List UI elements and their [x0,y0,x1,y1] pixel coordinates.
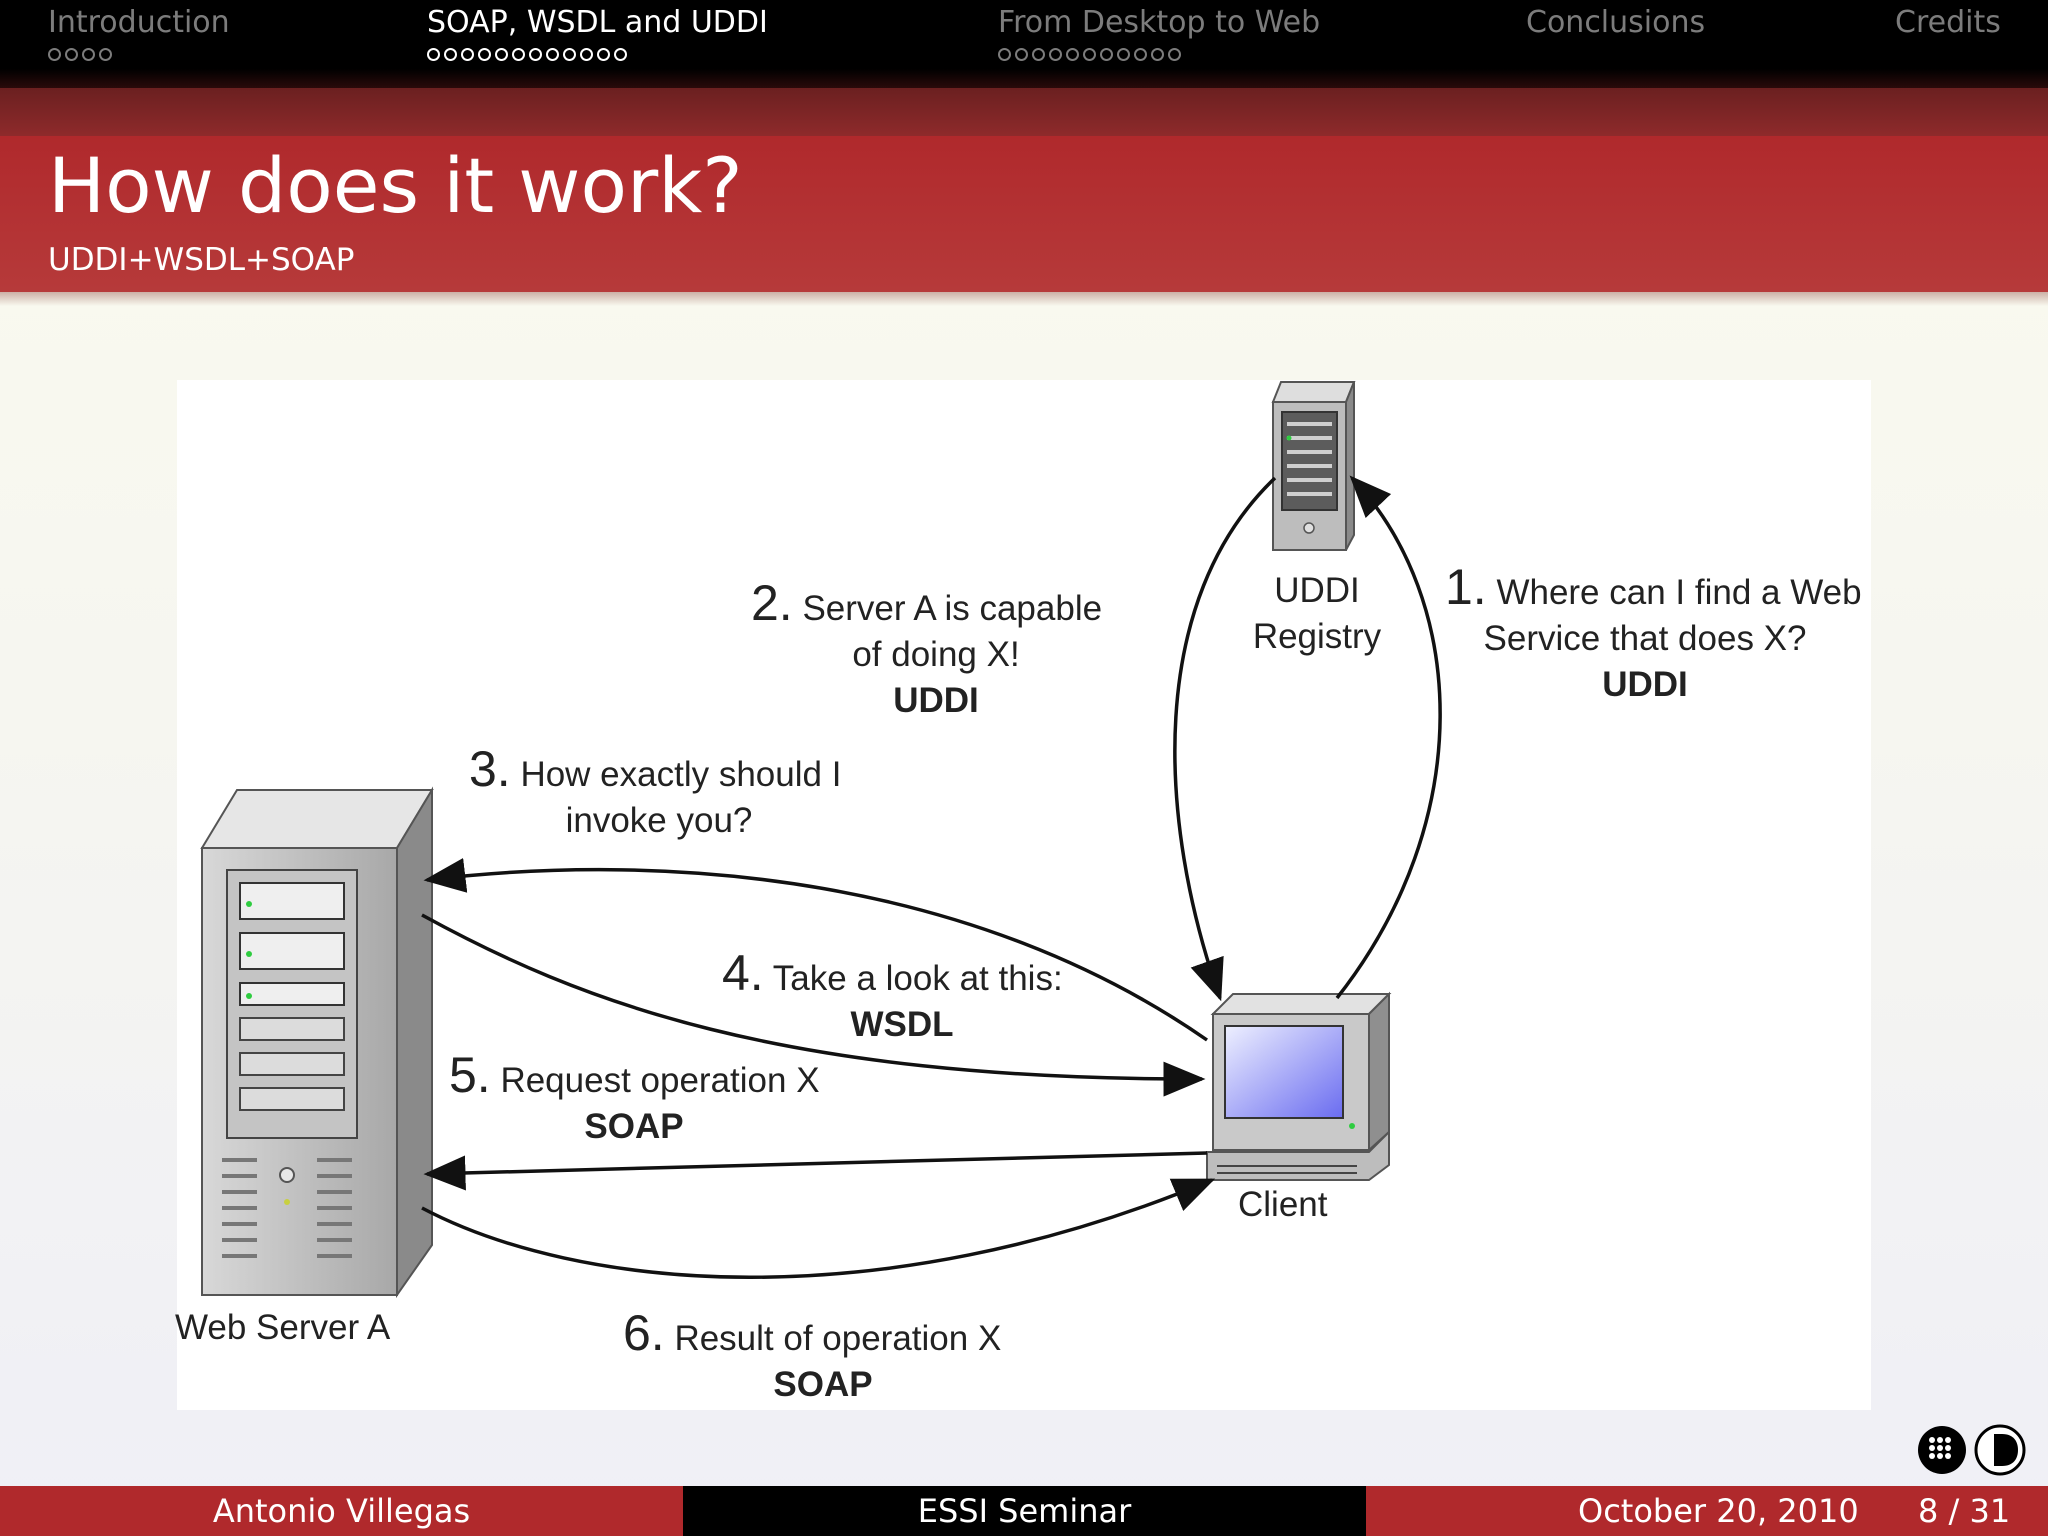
step-protocol-tag: SOAP [773,1365,873,1404]
footer-event: ESSI Seminar [683,1486,1366,1536]
nav-slide-dot[interactable] [65,48,78,61]
nav-slide-dot[interactable] [82,48,95,61]
nav-slide-dot[interactable] [1049,48,1062,61]
page-subtitle: UDDI+WSDL+SOAP [48,242,355,278]
nav-slide-dot[interactable] [1168,48,1181,61]
arrow-step-6 [421,1178,1216,1279]
nav-slide-dot[interactable] [1015,48,1028,61]
step-text-line1: Result of operation X [674,1319,1002,1358]
registry-label-line2: Registry [1252,617,1382,656]
client-label: Client [1238,1185,1328,1224]
nav-section-label[interactable]: From Desktop to Web [998,5,1321,40]
upc-logo-icon [1918,1424,2026,1476]
arrow-step-2 [1173,476,1277,1002]
uddi-registry-icon [1271,381,1356,551]
slide-footer: Antonio Villegas ESSI Seminar October 20… [0,1486,2048,1536]
nav-slide-dot[interactable] [512,48,525,61]
step-text-line1: How exactly should I [520,755,842,794]
uddi-registry-label: UDDI Registry [1227,568,1407,660]
step-number: 6. [623,1305,665,1361]
nav-slide-dot[interactable] [99,48,112,61]
nav-section-conclusions[interactable]: Conclusions [1526,0,1705,46]
nav-slide-dot[interactable] [1083,48,1096,61]
nav-section-credits[interactable]: Credits [1895,0,2001,46]
title-band-shadow [0,292,2048,306]
step-protocol-tag: WSDL [850,1005,954,1044]
nav-section-soap-wsdl-uddi[interactable]: SOAP, WSDL and UDDI [427,0,768,61]
nav-slide-dot[interactable] [563,48,576,61]
nav-slide-dot[interactable] [1100,48,1113,61]
nav-slide-dot[interactable] [1032,48,1045,61]
nav-section-label[interactable]: Credits [1895,5,2001,40]
arrow-step-3 [423,858,1208,1042]
step-1-label: 1. Where can I find a Web Service that d… [1445,562,1862,708]
nav-slide-dot[interactable] [1066,48,1079,61]
page-title: How does it work? [48,141,743,230]
nav-slide-dot[interactable] [478,48,491,61]
nav-slide-dot[interactable] [495,48,508,61]
footer-date: October 20, 2010 [1578,1492,1859,1530]
step-protocol-tag: SOAP [584,1107,684,1146]
nav-slide-dot[interactable] [444,48,457,61]
nav-slide-dot[interactable] [1117,48,1130,61]
title-band [0,136,2048,292]
nav-slide-dot[interactable] [1151,48,1164,61]
step-text-line1: Request operation X [500,1061,820,1100]
step-4-label: 4. Take a look at this: WSDL [722,948,1082,1048]
footer-date-page: October 20, 2010 8 / 31 [1366,1486,2048,1536]
nav-section-dots [48,48,230,61]
arrow-step-1 [1335,475,1442,1000]
client-computer-icon [1206,991,1392,1181]
step-text-line2: invoke you? [565,801,753,840]
step-text-line1: Take a look at this: [772,959,1063,998]
nav-section-dots [998,48,1320,61]
step-number: 1. [1445,559,1487,615]
diagram-graphics [200,381,1442,1299]
step-protocol-tag: UDDI [893,681,979,720]
registry-label-line1: UDDI [1274,571,1360,610]
nav-slide-dot[interactable] [461,48,474,61]
nav-slide-dot[interactable] [998,48,1011,61]
step-5-label: 5. Request operation X SOAP [449,1050,820,1150]
nav-slide-dot[interactable] [1134,48,1147,61]
arrow-step-5 [423,1151,1208,1191]
footer-page-number: 8 / 31 [1918,1492,2011,1530]
step-text-line1: Where can I find a Web [1496,573,1862,612]
arrow-step-4 [421,913,1206,1097]
step-text-line2: of doing X! [852,635,1020,674]
title-band-top [0,88,2048,136]
web-server-icon [200,786,434,1299]
nav-section-introduction[interactable]: Introduction [48,0,230,61]
section-navigation: Introduction SOAP, WSDL and UDDI From De… [0,0,2048,88]
step-2-label: 2. Server A is capable of doing X! UDDI [751,578,1121,724]
nav-section-desktop-to-web[interactable]: From Desktop to Web [998,0,1320,61]
web-services-diagram: UDDI Registry Web Server A Client 1. Whe… [175,380,1871,1410]
step-number: 4. [722,945,764,1001]
step-number: 3. [469,741,511,797]
nav-section-dots [427,48,768,61]
step-6-label: 6. Result of operation X SOAP [623,1308,1023,1408]
nav-slide-dot[interactable] [529,48,542,61]
nav-section-label[interactable]: SOAP, WSDL and UDDI [427,5,768,40]
step-3-label: 3. How exactly should I invoke you? [469,744,849,844]
web-server-label: Web Server A [175,1308,391,1347]
institution-logos [1914,1420,2034,1480]
nav-slide-dot[interactable] [546,48,559,61]
nav-section-label[interactable]: Introduction [48,5,230,40]
nav-section-label[interactable]: Conclusions [1526,5,1706,40]
nav-slide-dot[interactable] [597,48,610,61]
step-number: 5. [449,1047,491,1103]
nav-slide-dot[interactable] [580,48,593,61]
step-text-line2: Service that does X? [1483,619,1807,658]
nav-slide-dot[interactable] [614,48,627,61]
nav-slide-dot[interactable] [48,48,61,61]
step-protocol-tag: UDDI [1602,665,1688,704]
step-text-line1: Server A is capable [802,589,1103,628]
nav-slide-dot[interactable] [427,48,440,61]
step-number: 2. [751,575,793,631]
footer-author: Antonio Villegas [0,1486,683,1536]
